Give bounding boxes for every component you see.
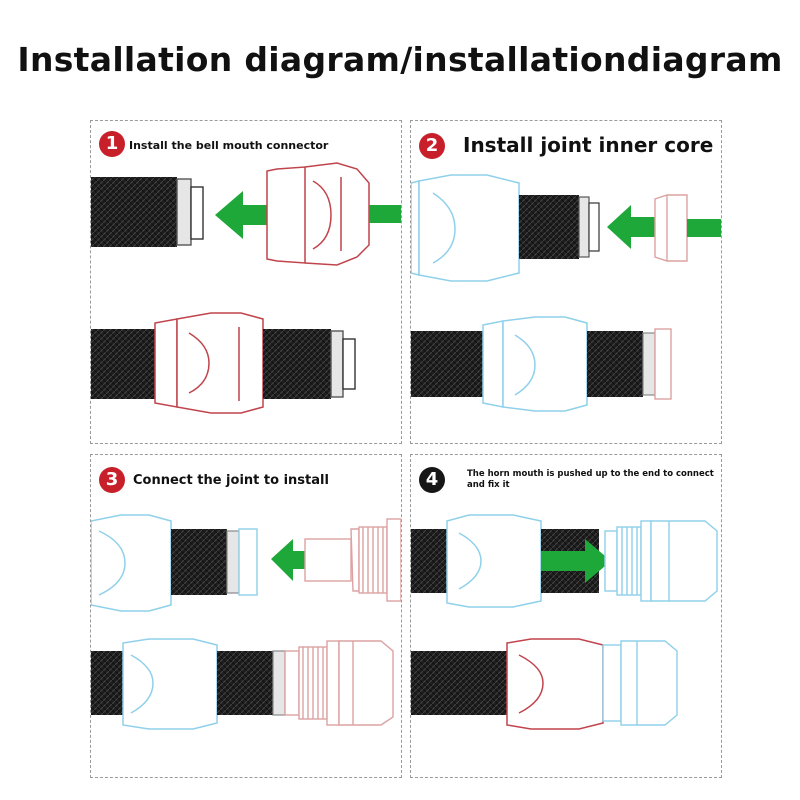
step-3-panel: 3 Connect the joint to install: [90, 454, 402, 778]
threaded-fitting: [304, 518, 401, 602]
ferrule: [578, 196, 590, 258]
hose: [587, 331, 643, 397]
bell-mouth-connector: [91, 514, 172, 612]
ferrule: [330, 330, 344, 398]
step-4-badge: 4: [419, 467, 445, 493]
insert-arrow-left: [215, 191, 267, 239]
step-4-panel: 4 The horn mouth is pushed up to the end…: [410, 454, 722, 778]
ferrule: [226, 530, 240, 594]
bell-mouth-connector: [411, 174, 520, 282]
hose: [519, 195, 579, 259]
hose: [217, 651, 273, 715]
threaded-fitting-assembled: [602, 640, 678, 726]
bell-mouth-connector-assembled: [154, 312, 264, 414]
ferrule-lip: [588, 202, 600, 252]
hose: [411, 331, 483, 397]
hose: [411, 529, 447, 593]
bell-mouth-connector-assembled: [122, 638, 218, 730]
threaded-fitting: [604, 520, 718, 602]
step-3-label: Connect the joint to install: [133, 473, 329, 488]
bell-mouth-connector: [446, 514, 542, 608]
inner-core: [238, 528, 258, 596]
step-4-illustration: [411, 514, 718, 730]
step-1-panel: 1 Install the bell mouth connector: [90, 120, 402, 444]
step-3-badge: 3: [99, 467, 125, 493]
ferrule-lip: [342, 338, 356, 390]
bell-mouth-connector: [266, 162, 370, 266]
step-2-badge: 2: [419, 133, 445, 159]
hose: [91, 329, 155, 399]
step-2-illustration: [411, 174, 721, 412]
green-tail: [369, 205, 401, 223]
ferrule-lip: [190, 186, 204, 240]
ferrule: [272, 650, 286, 716]
threaded-fitting-assembled: [284, 640, 394, 726]
bell-mouth-connector-assembled: [482, 316, 588, 412]
green-tail: [687, 219, 721, 237]
ferrule: [642, 332, 656, 396]
step-4-label: The horn mouth is pushed up to the end t…: [467, 469, 714, 490]
step-3-illustration: [91, 514, 401, 730]
step-2-panel: 2 Install joint inner core: [410, 120, 722, 444]
hose: [263, 329, 331, 399]
push-arrow-right: [541, 539, 611, 583]
inner-core: [654, 328, 672, 400]
insert-arrow-left: [607, 205, 655, 249]
page-title: Installation diagram/installationdiagram: [17, 40, 783, 79]
bell-mouth-connector-assembled: [506, 638, 604, 730]
insert-arrow-left: [271, 539, 305, 581]
ferrule: [176, 178, 192, 246]
step-1-label: Install the bell mouth connector: [129, 139, 329, 152]
hose: [91, 177, 177, 247]
step-2-label: Install joint inner core: [463, 133, 714, 157]
hose: [91, 651, 123, 715]
step-1-badge: 1: [99, 131, 125, 157]
step-1-illustration: [91, 162, 401, 414]
hose: [411, 651, 507, 715]
inner-core: [654, 194, 688, 262]
hose: [171, 529, 227, 595]
